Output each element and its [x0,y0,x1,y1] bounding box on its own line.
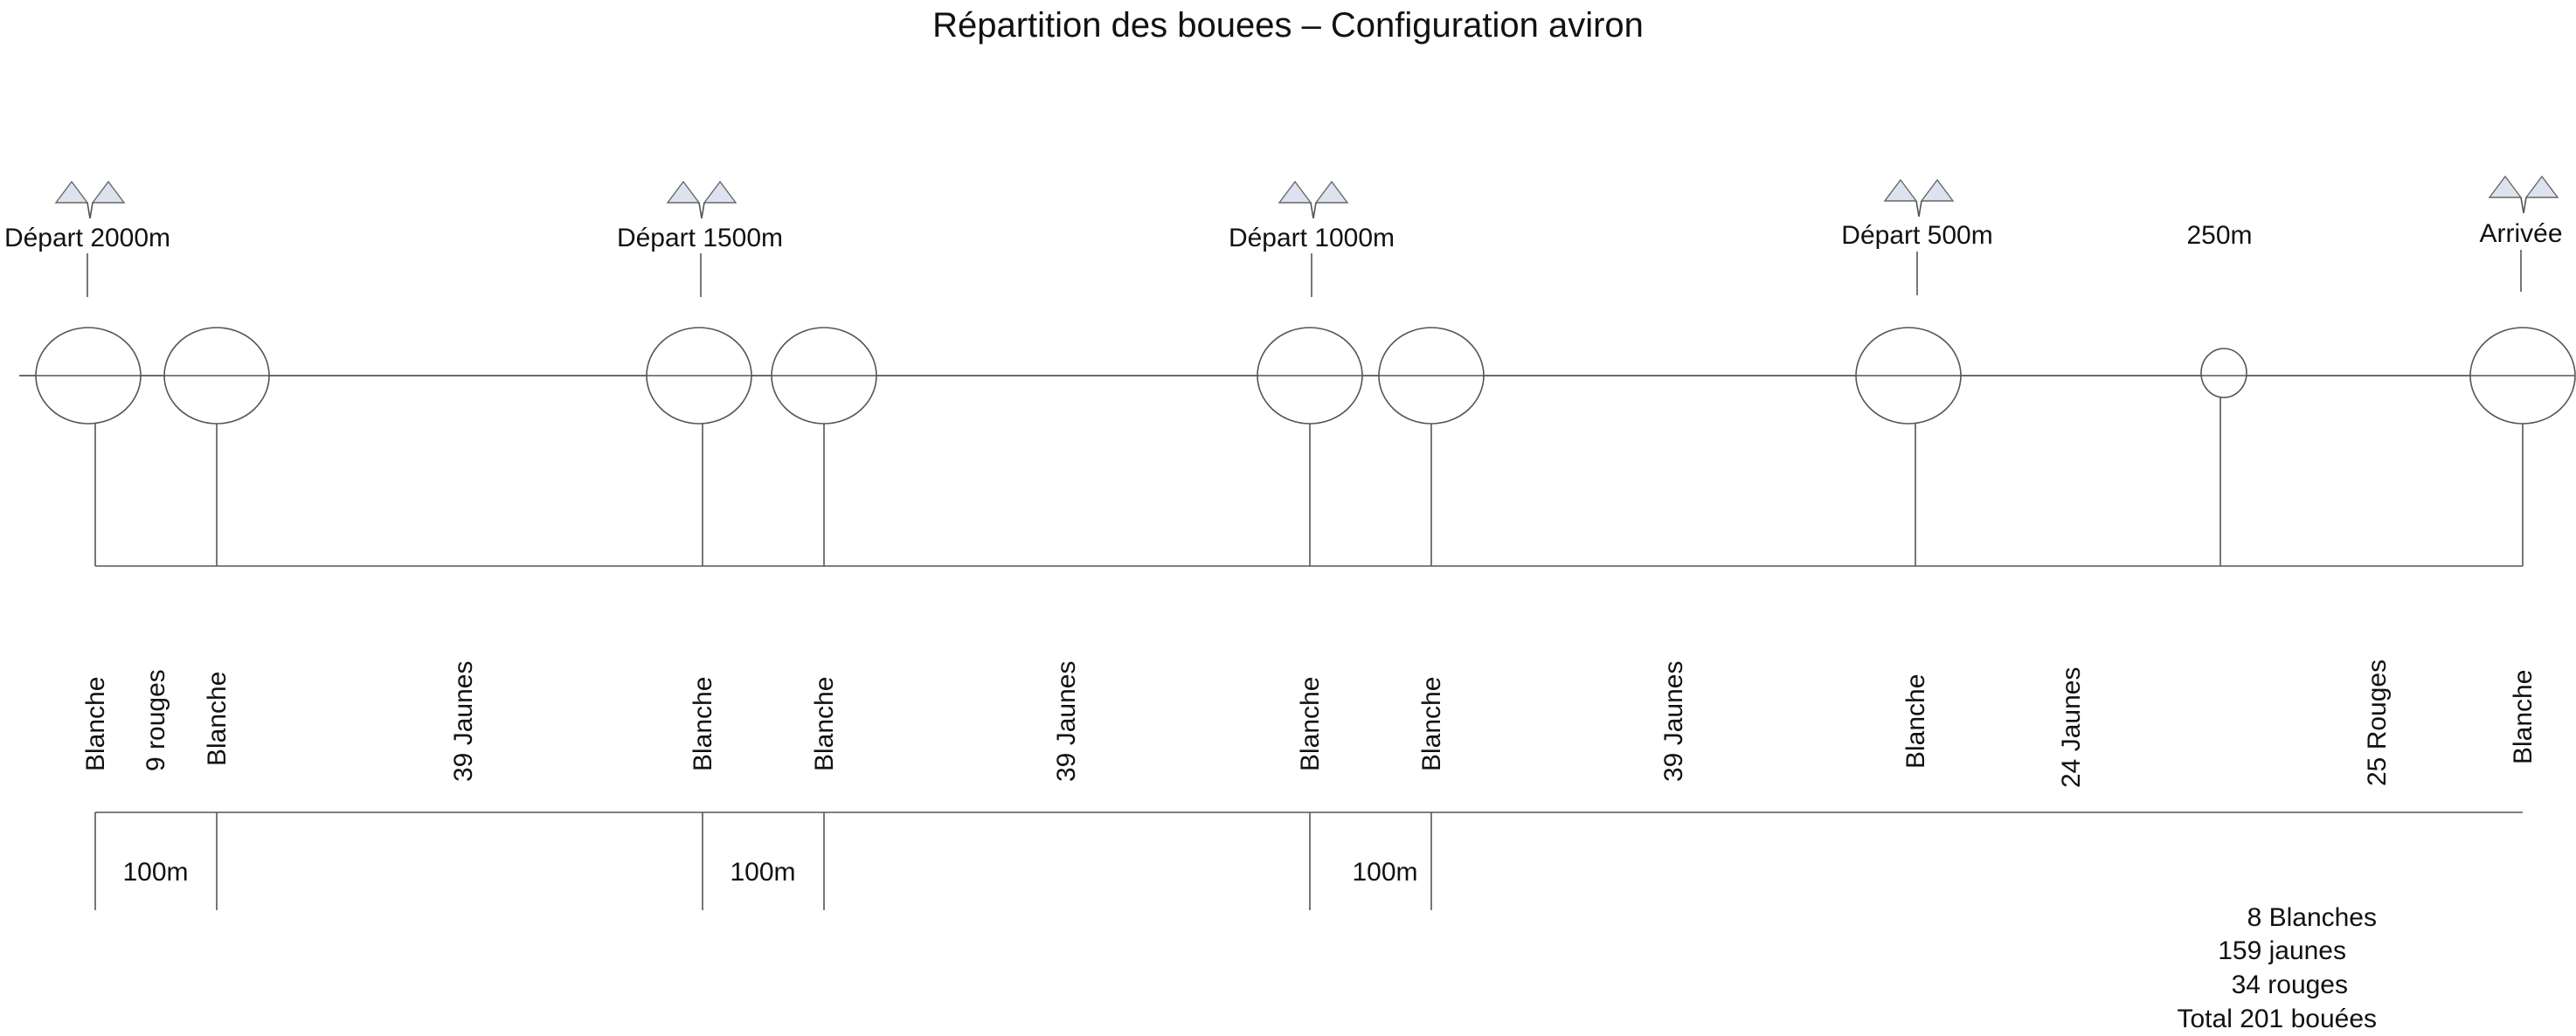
flag-icon [1883,178,1955,218]
marker-label-depart-1000: Départ 1000m [1229,224,1395,252]
distance-label: 100m [730,858,795,887]
buoy-label: 39 Jaunes [449,661,478,782]
buoy-label: Blanche [810,677,839,771]
buoy-label: Blanche [203,672,232,766]
marker-label-depart-2000: Départ 2000m [4,224,170,252]
marker-label-arrivee: Arrivée [2479,219,2562,248]
flag-icon [1278,180,1349,219]
marker-label-depart-500: Départ 500m [1841,221,1992,250]
totals-total: Total 201 bouées [2177,1005,2377,1033]
buoy-label: Blanche [2509,670,2538,764]
totals-white: 8 Blanches [2247,903,2377,932]
buoy-label: Blanche [1901,674,1930,769]
buoy-small [2200,348,2247,398]
buoy-label: 9 rouges [142,669,170,771]
flag-icon [54,180,126,219]
marker-label-250: 250m [2186,221,2252,250]
flag-icon [666,180,737,219]
marker-label-depart-1500: Départ 1500m [617,224,783,252]
distance-label: 100m [1352,858,1417,887]
buoy-label: 39 Jaunes [1659,661,1688,782]
buoy-label: 25 Rouges [2363,660,2392,786]
buoy-label: 24 Jaunes [2057,667,2086,788]
buoy-label: Blanche [689,677,717,771]
buoy-label: Blanche [81,677,110,771]
distance-label: 100m [122,858,188,887]
buoy-label: Blanche [1296,677,1325,771]
diagram-title: Répartition des bouees – Configuration a… [932,6,1644,45]
flag-icon [2488,175,2559,214]
totals-yellow: 159 jaunes [2218,936,2346,965]
totals-red: 34 rouges [2232,970,2348,999]
buoy-label: 39 Jaunes [1052,661,1081,782]
buoy-label: Blanche [1417,677,1446,771]
